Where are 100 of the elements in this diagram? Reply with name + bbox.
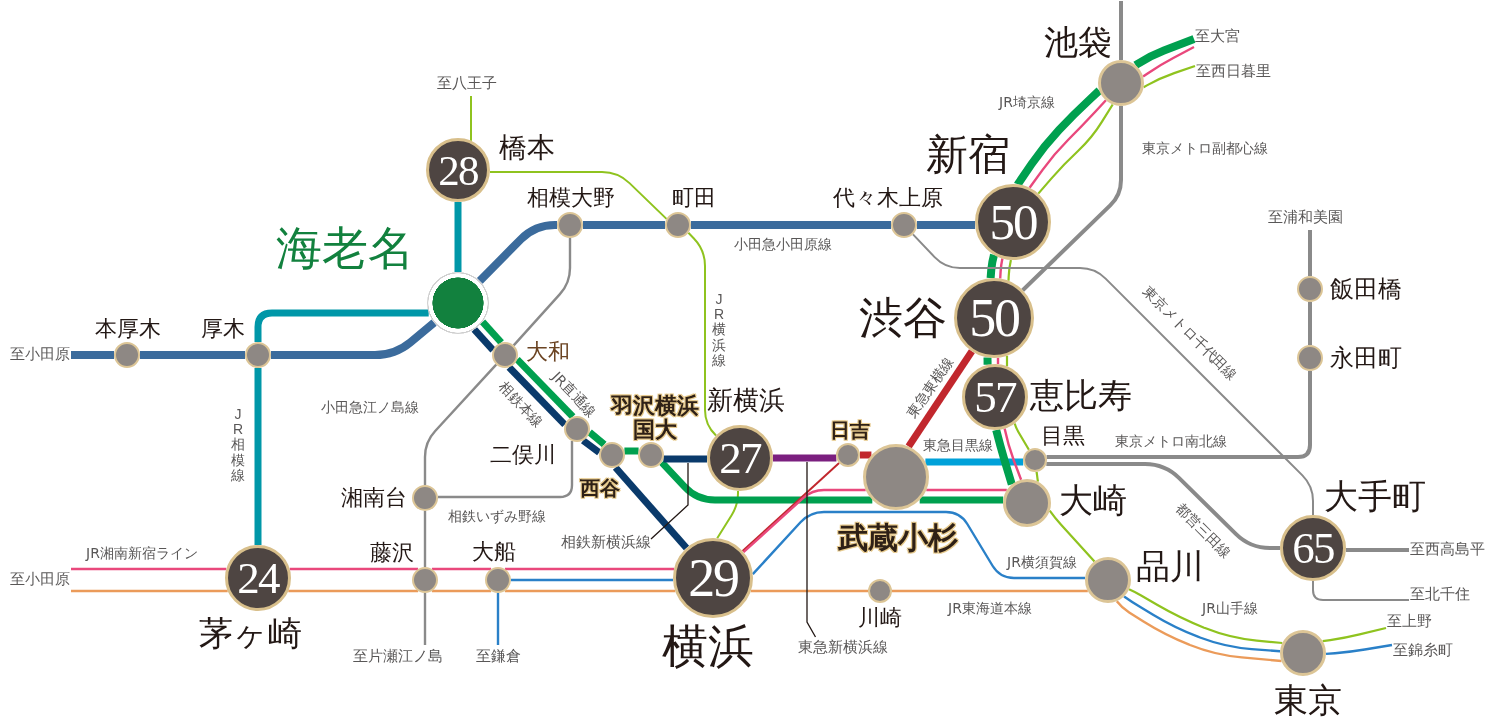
number-badge: 28 <box>426 138 490 202</box>
station-name: 相模大野 <box>527 186 615 211</box>
rail-line <box>741 462 841 553</box>
rail-line <box>919 496 1004 504</box>
rail-line <box>742 488 866 554</box>
line-name: 東京メトロ千代田線 <box>1139 282 1241 384</box>
number-badge: 24 <box>225 545 291 611</box>
rail-line <box>254 368 262 545</box>
rail-line <box>581 437 602 456</box>
line-name: JR横須賀線 <box>1007 553 1077 571</box>
rail-line <box>1013 422 1030 451</box>
station-name: 恵比寿 <box>1030 376 1132 414</box>
rail-line <box>254 309 429 342</box>
rail-line <box>1345 548 1409 552</box>
station-name: 目黒 <box>1041 424 1085 449</box>
station-name: 西谷 <box>580 477 620 499</box>
station-name: 大船 <box>472 540 516 565</box>
rail-line <box>438 441 574 499</box>
rail-line <box>687 231 717 437</box>
line-name: JR東海道本線 <box>948 599 1032 617</box>
station-name: 飯田橋 <box>1330 276 1402 303</box>
station-name: 横浜 <box>662 620 754 672</box>
rail-line <box>1122 595 1281 653</box>
line-name: 東急新横浜線 <box>798 637 888 659</box>
line-name: 小田急江ノ島線 <box>321 398 419 416</box>
rail-line <box>1035 471 1039 482</box>
rail-line <box>925 458 1024 466</box>
rail-line <box>476 221 559 284</box>
line-name: JR相模線 <box>231 406 245 484</box>
rail-line <box>454 202 462 272</box>
rail-line <box>1143 64 1196 89</box>
rail-line <box>504 589 676 593</box>
rail-line <box>1007 258 1012 281</box>
station-name: 東京 <box>1274 681 1342 719</box>
rail-line <box>140 351 245 359</box>
leader-line <box>806 461 817 638</box>
rail-line <box>892 589 1088 593</box>
destination-label: 至八王子 <box>437 73 497 95</box>
destination-label: 至西高島平 <box>1410 539 1485 561</box>
destination-label: 至小田原 <box>10 569 70 591</box>
rail-line <box>1308 302 1312 345</box>
line-name: JR直通線 <box>548 367 600 420</box>
rail-line <box>1322 626 1387 643</box>
rail-line <box>912 233 1314 516</box>
line-name: 相鉄新横浜線 <box>561 532 651 554</box>
station-name: 湘南台 <box>341 486 407 511</box>
rail-line <box>751 510 1086 580</box>
leader-line <box>650 462 689 540</box>
rail-line <box>1021 106 1123 292</box>
rail-line <box>1115 600 1282 663</box>
station-name: 新宿 <box>926 132 1010 179</box>
rail-line <box>1046 371 1312 459</box>
line-name: 東急東横線 <box>903 353 957 421</box>
station-name: 品川 <box>1136 547 1204 585</box>
destination-label: 至大宮 <box>1195 26 1240 48</box>
destination-label: 至北千住 <box>1410 584 1470 606</box>
number-badge: 29 <box>673 538 753 618</box>
rail-line <box>624 447 639 455</box>
rail-line <box>663 455 707 463</box>
number-badge: 27 <box>707 425 773 491</box>
station-name: 町田 <box>672 186 716 211</box>
rail-line <box>1133 35 1196 69</box>
rail-line <box>999 257 1004 279</box>
rail-line <box>1119 1 1123 60</box>
station-name: 永田町 <box>1330 345 1402 372</box>
station-name: 渋谷 <box>859 294 947 343</box>
station-name: 羽沢横浜国大 <box>610 394 700 443</box>
rail-line <box>423 511 427 567</box>
destination-label: 至鎌倉 <box>475 646 521 668</box>
station-name: 本厚木 <box>95 317 161 342</box>
rail-line <box>612 465 690 551</box>
rail-line <box>431 567 492 571</box>
rail-line <box>1308 230 1312 276</box>
station-name: 日吉 <box>830 419 870 441</box>
station-name: 武蔵小杉 <box>838 520 958 554</box>
station-name: 川崎 <box>858 606 902 631</box>
rail-line <box>750 589 868 593</box>
station-name: 橋本 <box>499 132 555 164</box>
station-name: 厚木 <box>201 317 245 342</box>
rail-line <box>587 429 607 448</box>
destination-label: 至西日暮里 <box>1196 61 1271 83</box>
rail-line <box>423 363 498 485</box>
rail-line <box>917 221 976 229</box>
rail-line <box>514 356 576 420</box>
station-name: 二俣川 <box>490 443 556 468</box>
rail-line <box>488 171 668 220</box>
rail-line <box>471 327 496 353</box>
rail-line <box>583 221 665 229</box>
rail-line <box>1046 462 1280 550</box>
rail-line <box>773 454 837 462</box>
rail-line <box>288 589 419 593</box>
rail-line <box>1003 427 1023 481</box>
rail-line <box>506 364 568 428</box>
station-name: 大手町 <box>1324 477 1426 515</box>
destination-label: 至錦糸町 <box>1393 640 1453 662</box>
rail-line <box>659 460 873 504</box>
station-name: 藤沢 <box>370 541 414 566</box>
rail-line <box>431 589 492 593</box>
number-badge: 50 <box>975 184 1051 260</box>
rail-line <box>71 589 228 593</box>
